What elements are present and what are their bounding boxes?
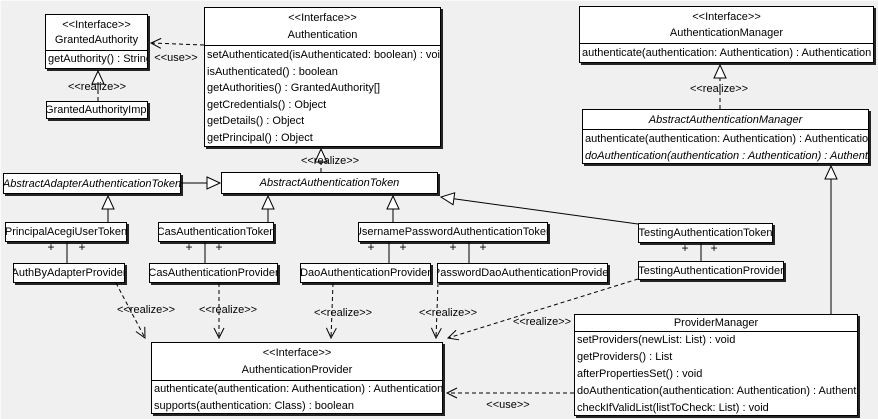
method: authenticate(authentication: Authenticat… <box>585 133 868 145</box>
method: getAuthority() : String <box>48 53 147 65</box>
realization-testing-authentication-provider <box>446 278 639 341</box>
class-cas-authentication-provider: CasAuthenticationProvider <box>149 263 278 283</box>
class-password-dao-authentication-provider: PasswordDaoAuthenticationProvider <box>437 263 608 283</box>
class-principal-acegi-user-token: PrincipalAcegiUserToken <box>5 222 127 242</box>
multiplicity-label: + <box>78 240 86 254</box>
generalization-testing-token-to-abstract-token <box>439 192 639 225</box>
class-auth-by-adapter-provider: AuthByAdapterProvider <box>13 263 125 283</box>
method: checkIfValidList(listToCheck: List) : vo… <box>577 402 769 414</box>
class-name: Authentication <box>287 28 358 41</box>
method: setAuthenticated(isAuthenticated: boolea… <box>207 49 440 61</box>
method: getAuthorities() : GrantedAuthority[] <box>207 82 381 95</box>
method: doAuthentication(authentication : Authen… <box>585 150 868 162</box>
class-username-password-authentication-token: UsernamePasswordAuthenticationToken <box>358 222 548 242</box>
class-name: AuthenticationProvider <box>241 363 353 376</box>
class-abstract-authentication-token: AbstractAuthenticationToken <box>221 172 438 194</box>
method: doAuthentication(authentication: Authent… <box>577 385 857 397</box>
realize-label: <<realize>> <box>116 304 176 316</box>
multiplicity-label: + <box>399 240 407 254</box>
method: getDetails() : Object <box>207 115 305 128</box>
class-name: CasAuthenticationProvider <box>150 267 277 279</box>
multiplicity-label: + <box>479 240 487 254</box>
class-name: AuthenticationManager <box>669 27 784 39</box>
multiplicity-label: + <box>449 240 457 254</box>
method: supports(authentication: Class) : boolea… <box>154 399 354 412</box>
stereotype-label: <<Interface>> <box>62 18 131 31</box>
class-name: AbstractAuthenticationManager <box>648 113 803 126</box>
method: isAuthenticated() : boolean <box>207 65 338 78</box>
stereotype-label: <<Interface>> <box>692 11 761 23</box>
class-name: GrantedAuthorityImpl <box>47 104 147 116</box>
multiplicity-label: + <box>710 241 718 255</box>
stereotype-label: <<Interface>> <box>262 347 332 360</box>
class-name: DaoAuthenticationProvider <box>301 267 430 279</box>
class-authentication: <<Interface>> Authentication setAuthenti… <box>204 7 441 147</box>
method: afterPropertiesSet() : void <box>577 368 703 380</box>
class-dao-authentication-provider: DaoAuthenticationProvider <box>300 263 431 283</box>
realize-label: <<realize>> <box>67 81 127 93</box>
class-granted-authority: <<Interface>> GrantedAuthority getAuthor… <box>45 14 148 69</box>
class-name: AbstractAdapterAuthenticationToken <box>4 177 180 190</box>
class-name: GrantedAuthority <box>54 34 139 47</box>
class-testing-authentication-provider: TestingAuthenticationProvider <box>638 261 784 280</box>
class-abstract-adapter-authentication-token: AbstractAdapterAuthenticationToken <box>3 173 181 194</box>
class-name: AbstractAuthenticationToken <box>259 177 400 189</box>
realization-password-dao-provider <box>430 282 442 340</box>
realize-label: <<realize>> <box>418 307 478 319</box>
method: authenticate(authentication: Authenticat… <box>582 47 872 59</box>
realize-label: <<realize>> <box>313 307 373 319</box>
multiplicity-label: + <box>681 241 689 255</box>
class-granted-authority-impl: GrantedAuthorityImpl <box>46 101 148 119</box>
class-name: PrincipalAcegiUserToken <box>6 226 126 238</box>
method: setProviders(newList: List) : void <box>577 334 736 346</box>
class-testing-authentication-token: TestingAuthenticationToken <box>638 223 773 243</box>
class-cas-authentication-token: CasAuthenticationToken <box>158 222 274 242</box>
multiplicity-label: + <box>215 240 223 254</box>
realization-dao-authentication-provider <box>325 282 337 340</box>
realize-label: <<realize>> <box>198 304 258 316</box>
use-label: <<use>> <box>154 52 198 64</box>
method: getProviders() : List <box>577 351 673 363</box>
class-name: CasAuthenticationToken <box>159 226 273 238</box>
method: getCredentials() : Object <box>207 98 327 111</box>
class-authentication-provider: <<Interface>> AuthenticationProvider aut… <box>151 342 443 414</box>
method: authenticate(authentication: Authenticat… <box>154 383 442 395</box>
class-provider-manager: ProviderManager setProviders(newList: Li… <box>574 314 858 416</box>
class-name: AuthByAdapterProvider <box>14 267 124 279</box>
method: getPrincipal() : Object <box>207 131 313 144</box>
use-authentication-to-granted-authority <box>149 37 205 49</box>
realization-auth-by-adapter-provider <box>115 282 146 339</box>
class-name: PasswordDaoAuthenticationProvider <box>438 267 607 279</box>
class-name: ProviderManager <box>673 317 759 329</box>
class-abstract-authentication-manager: AbstractAuthenticationManager authentica… <box>582 109 869 164</box>
stereotype-label: <<Interface>> <box>288 12 357 25</box>
realize-label: <<realize>> <box>512 316 572 328</box>
class-name: TestingAuthenticationToken <box>639 227 772 239</box>
multiplicity-label: + <box>47 240 55 254</box>
class-name: UsernamePasswordAuthenticationToken <box>359 226 547 238</box>
realize-label: <<realize>> <box>689 83 749 95</box>
multiplicity-label: + <box>185 240 193 254</box>
class-name: TestingAuthenticationProvider <box>639 264 783 277</box>
use-label: <<use>> <box>486 399 530 411</box>
class-authentication-manager: <<Interface>> AuthenticationManager auth… <box>579 6 874 63</box>
multiplicity-label: + <box>367 240 375 254</box>
realize-label: <<realize>> <box>300 155 360 167</box>
